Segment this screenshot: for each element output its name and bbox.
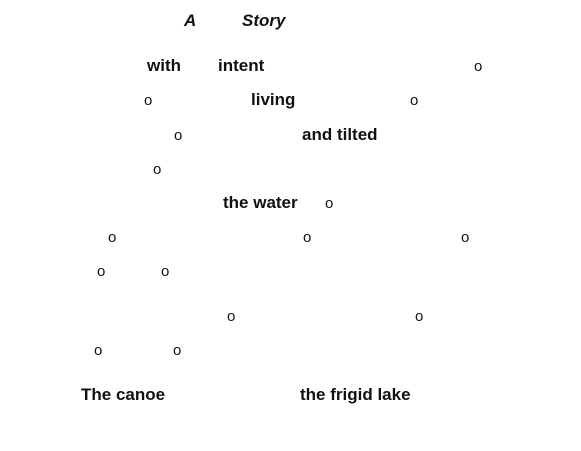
circle-mark: o	[415, 308, 424, 325]
circle-mark: o	[410, 92, 419, 109]
circle-mark: o	[303, 229, 312, 246]
circle-mark: o	[153, 161, 162, 178]
circle-mark: o	[227, 308, 236, 325]
circle-mark: o	[461, 229, 470, 246]
circle-mark: o	[474, 58, 483, 75]
circle-mark: o	[161, 263, 170, 280]
poem-phrase-the-canoe: The canoe	[81, 385, 166, 404]
circle-mark: o	[94, 342, 103, 359]
poem-phrase-the-frigid-lake: the frigid lake	[300, 385, 411, 404]
poem-word-intent: intent	[218, 56, 265, 75]
circle-mark: o	[325, 195, 334, 212]
circle-mark: o	[174, 127, 183, 144]
circle-mark: o	[173, 342, 182, 359]
circle-mark: o	[144, 92, 153, 109]
circle-mark: o	[97, 263, 106, 280]
title-word-story: Story	[242, 11, 286, 30]
title-word-a: A	[184, 11, 197, 30]
poem-phrase-and-tilted: and tilted	[302, 125, 378, 144]
poem-word-with: with	[147, 56, 181, 75]
poem-phrase-the-water: the water	[223, 193, 298, 212]
circle-mark: o	[108, 229, 117, 246]
poem-word-living: living	[251, 90, 296, 109]
